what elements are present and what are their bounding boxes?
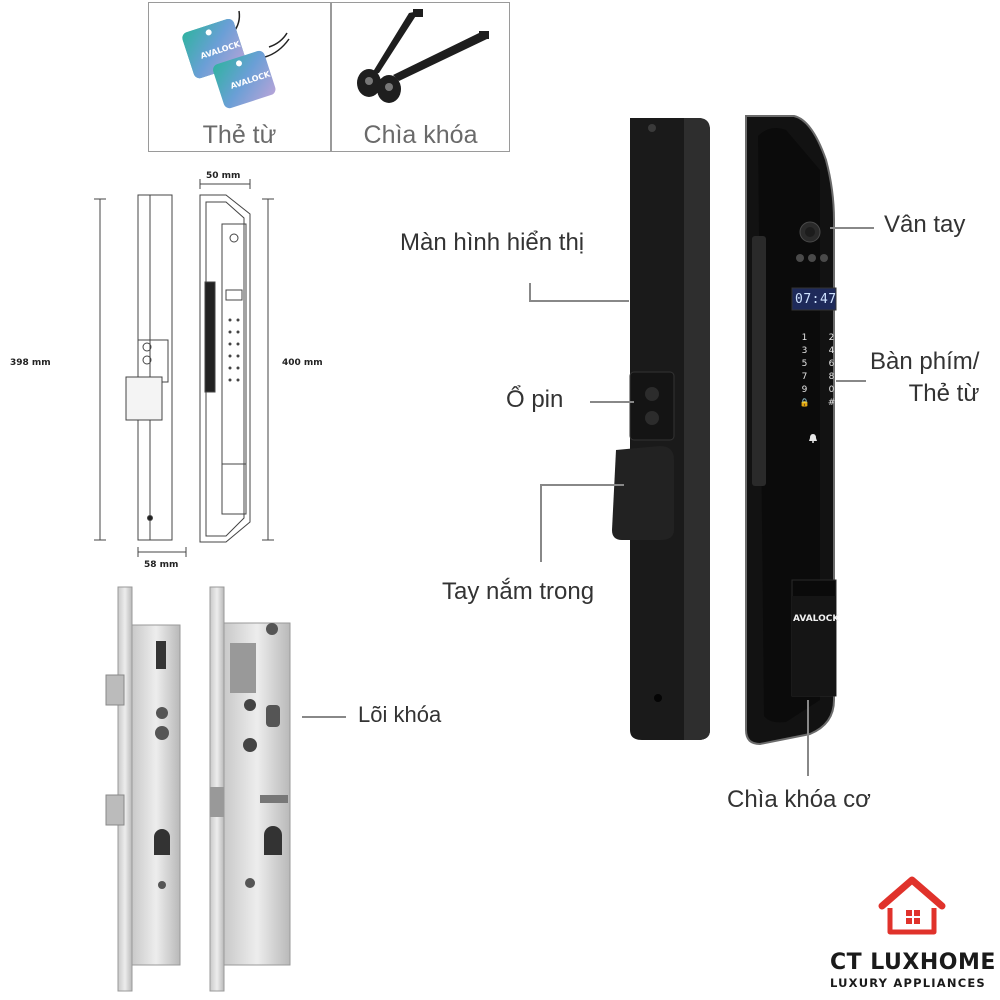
divider (330, 3, 332, 151)
logo-tagline: LUXURY APPLIANCES (830, 976, 986, 990)
dimension-width-front: 50 mm (206, 171, 241, 181)
back-panel-image (612, 118, 710, 740)
mechanical-key-image (357, 9, 489, 103)
callout-keypad-line2: Thẻ từ (908, 380, 980, 407)
dimension-drawing (94, 179, 274, 557)
key-5[interactable]: 5 (801, 359, 808, 369)
leader-line (540, 484, 624, 486)
device-screen-time: 07:47 (795, 292, 837, 307)
callout-battery: Ổ pin (506, 386, 564, 413)
leader-line (529, 283, 531, 301)
accessories-box: AVALOCK AVALOCK Thẻ từ Chìa khó (148, 2, 510, 152)
key-label: Chìa khóa (363, 121, 478, 149)
key-4[interactable]: 4 (828, 346, 835, 356)
card-label: Thẻ từ (202, 121, 277, 149)
key-6[interactable]: 6 (828, 359, 835, 369)
key-9[interactable]: 9 (801, 385, 808, 395)
callout-display: Màn hình hiển thị (400, 229, 585, 256)
dimension-height-back: 398 mm (10, 358, 51, 368)
rfid-card-image: AVALOCK AVALOCK (182, 10, 290, 109)
callout-keypad-line1: Bàn phím/ (870, 348, 980, 375)
dimension-width-back: 58 mm (144, 560, 179, 570)
lock-core-label: Lõi khóa (358, 702, 442, 727)
key-hash[interactable]: # (827, 398, 836, 408)
key-3[interactable]: 3 (801, 346, 808, 356)
key-1[interactable]: 1 (801, 333, 808, 343)
front-panel-image (745, 115, 837, 746)
leader-line (529, 300, 629, 302)
keypad-grid: 1 2 3 4 5 6 7 8 9 0 🔒 # (795, 333, 841, 408)
leader-line (830, 227, 874, 229)
leader-line (807, 700, 809, 776)
key-8[interactable]: 8 (828, 372, 835, 382)
key-7[interactable]: 7 (801, 372, 808, 382)
key-0[interactable]: 0 (828, 385, 835, 395)
key-lock[interactable]: 🔒 (799, 398, 810, 407)
callout-inner-handle: Tay nắm trong (442, 578, 595, 605)
key-2[interactable]: 2 (828, 333, 835, 343)
callout-fingerprint: Vân tay (884, 211, 966, 238)
leader-line (540, 484, 542, 562)
callout-keypad: Bàn phím/ Thẻ từ (870, 346, 979, 410)
lock-core-image (105, 586, 291, 992)
bell-icon[interactable] (808, 430, 818, 443)
leader-line (302, 716, 346, 718)
house-logo-icon (878, 876, 946, 935)
logo-name: CT LUXHOME (830, 950, 996, 975)
leader-line (590, 401, 634, 403)
keypad: 1 2 3 4 5 6 7 8 9 0 🔒 # (795, 333, 841, 408)
callout-mechanical-key: Chìa khóa cơ (727, 786, 871, 813)
leader-line (836, 380, 866, 382)
device-brand-logo: AVALOCK (793, 614, 840, 624)
dimension-height-front: 400 mm (282, 358, 323, 368)
